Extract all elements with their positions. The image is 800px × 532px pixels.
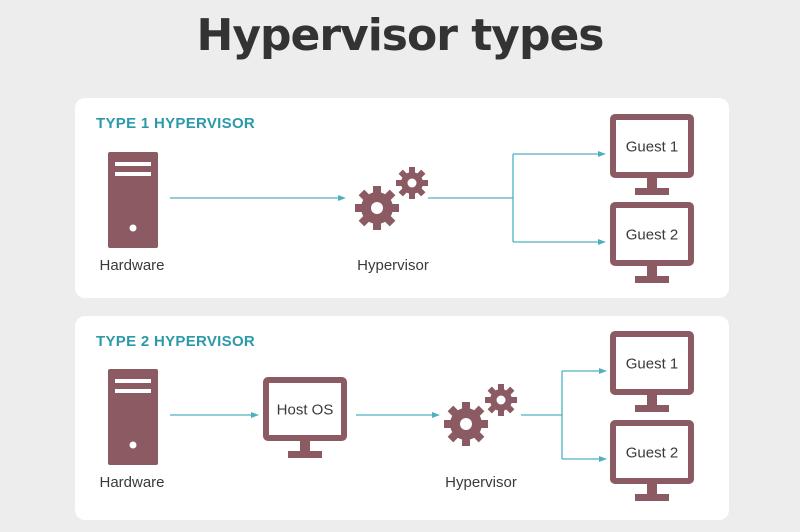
- gears-icon: [355, 167, 428, 230]
- gears-icon: [444, 384, 517, 446]
- hardware-label: Hardware: [99, 474, 165, 491]
- server-icon: [108, 369, 158, 465]
- type2-heading: TYPE 2 HYPERVISOR: [96, 333, 256, 350]
- monitor-icon: [610, 114, 694, 195]
- hypervisor-label: Hypervisor: [445, 474, 517, 491]
- server-icon: [108, 152, 158, 248]
- connector-hypervisor-to-guests: [428, 151, 606, 245]
- host-os-label: Host OS: [276, 401, 334, 419]
- monitor-icon: [610, 420, 694, 501]
- hardware-label: Hardware: [99, 257, 165, 274]
- connector-hypervisor-to-guests: [521, 368, 607, 462]
- type1-heading: TYPE 1 HYPERVISOR: [96, 115, 256, 132]
- type2-diagram: [108, 331, 694, 501]
- arrow-hardware-to-host-os: [170, 412, 259, 418]
- guest-1-label: Guest 1: [625, 355, 679, 373]
- page-title: Hypervisor types: [196, 10, 605, 61]
- guest-2-label: Guest 2: [625, 226, 679, 244]
- arrow-host-os-to-hypervisor: [356, 412, 440, 418]
- type2-panel: TYPE 2 HYPERVISOR: [75, 316, 729, 520]
- hypervisor-label: Hypervisor: [357, 257, 429, 274]
- guest-1-label: Guest 1: [625, 138, 679, 156]
- monitor-icon: [610, 331, 694, 412]
- monitor-icon: [610, 202, 694, 283]
- guest-2-label: Guest 2: [625, 444, 679, 462]
- arrow-hardware-to-hypervisor: [170, 195, 346, 201]
- type1-diagram: [108, 114, 694, 283]
- type1-panel: TYPE 1 HYPERVISOR: [75, 98, 729, 298]
- monitor-icon: [263, 377, 347, 458]
